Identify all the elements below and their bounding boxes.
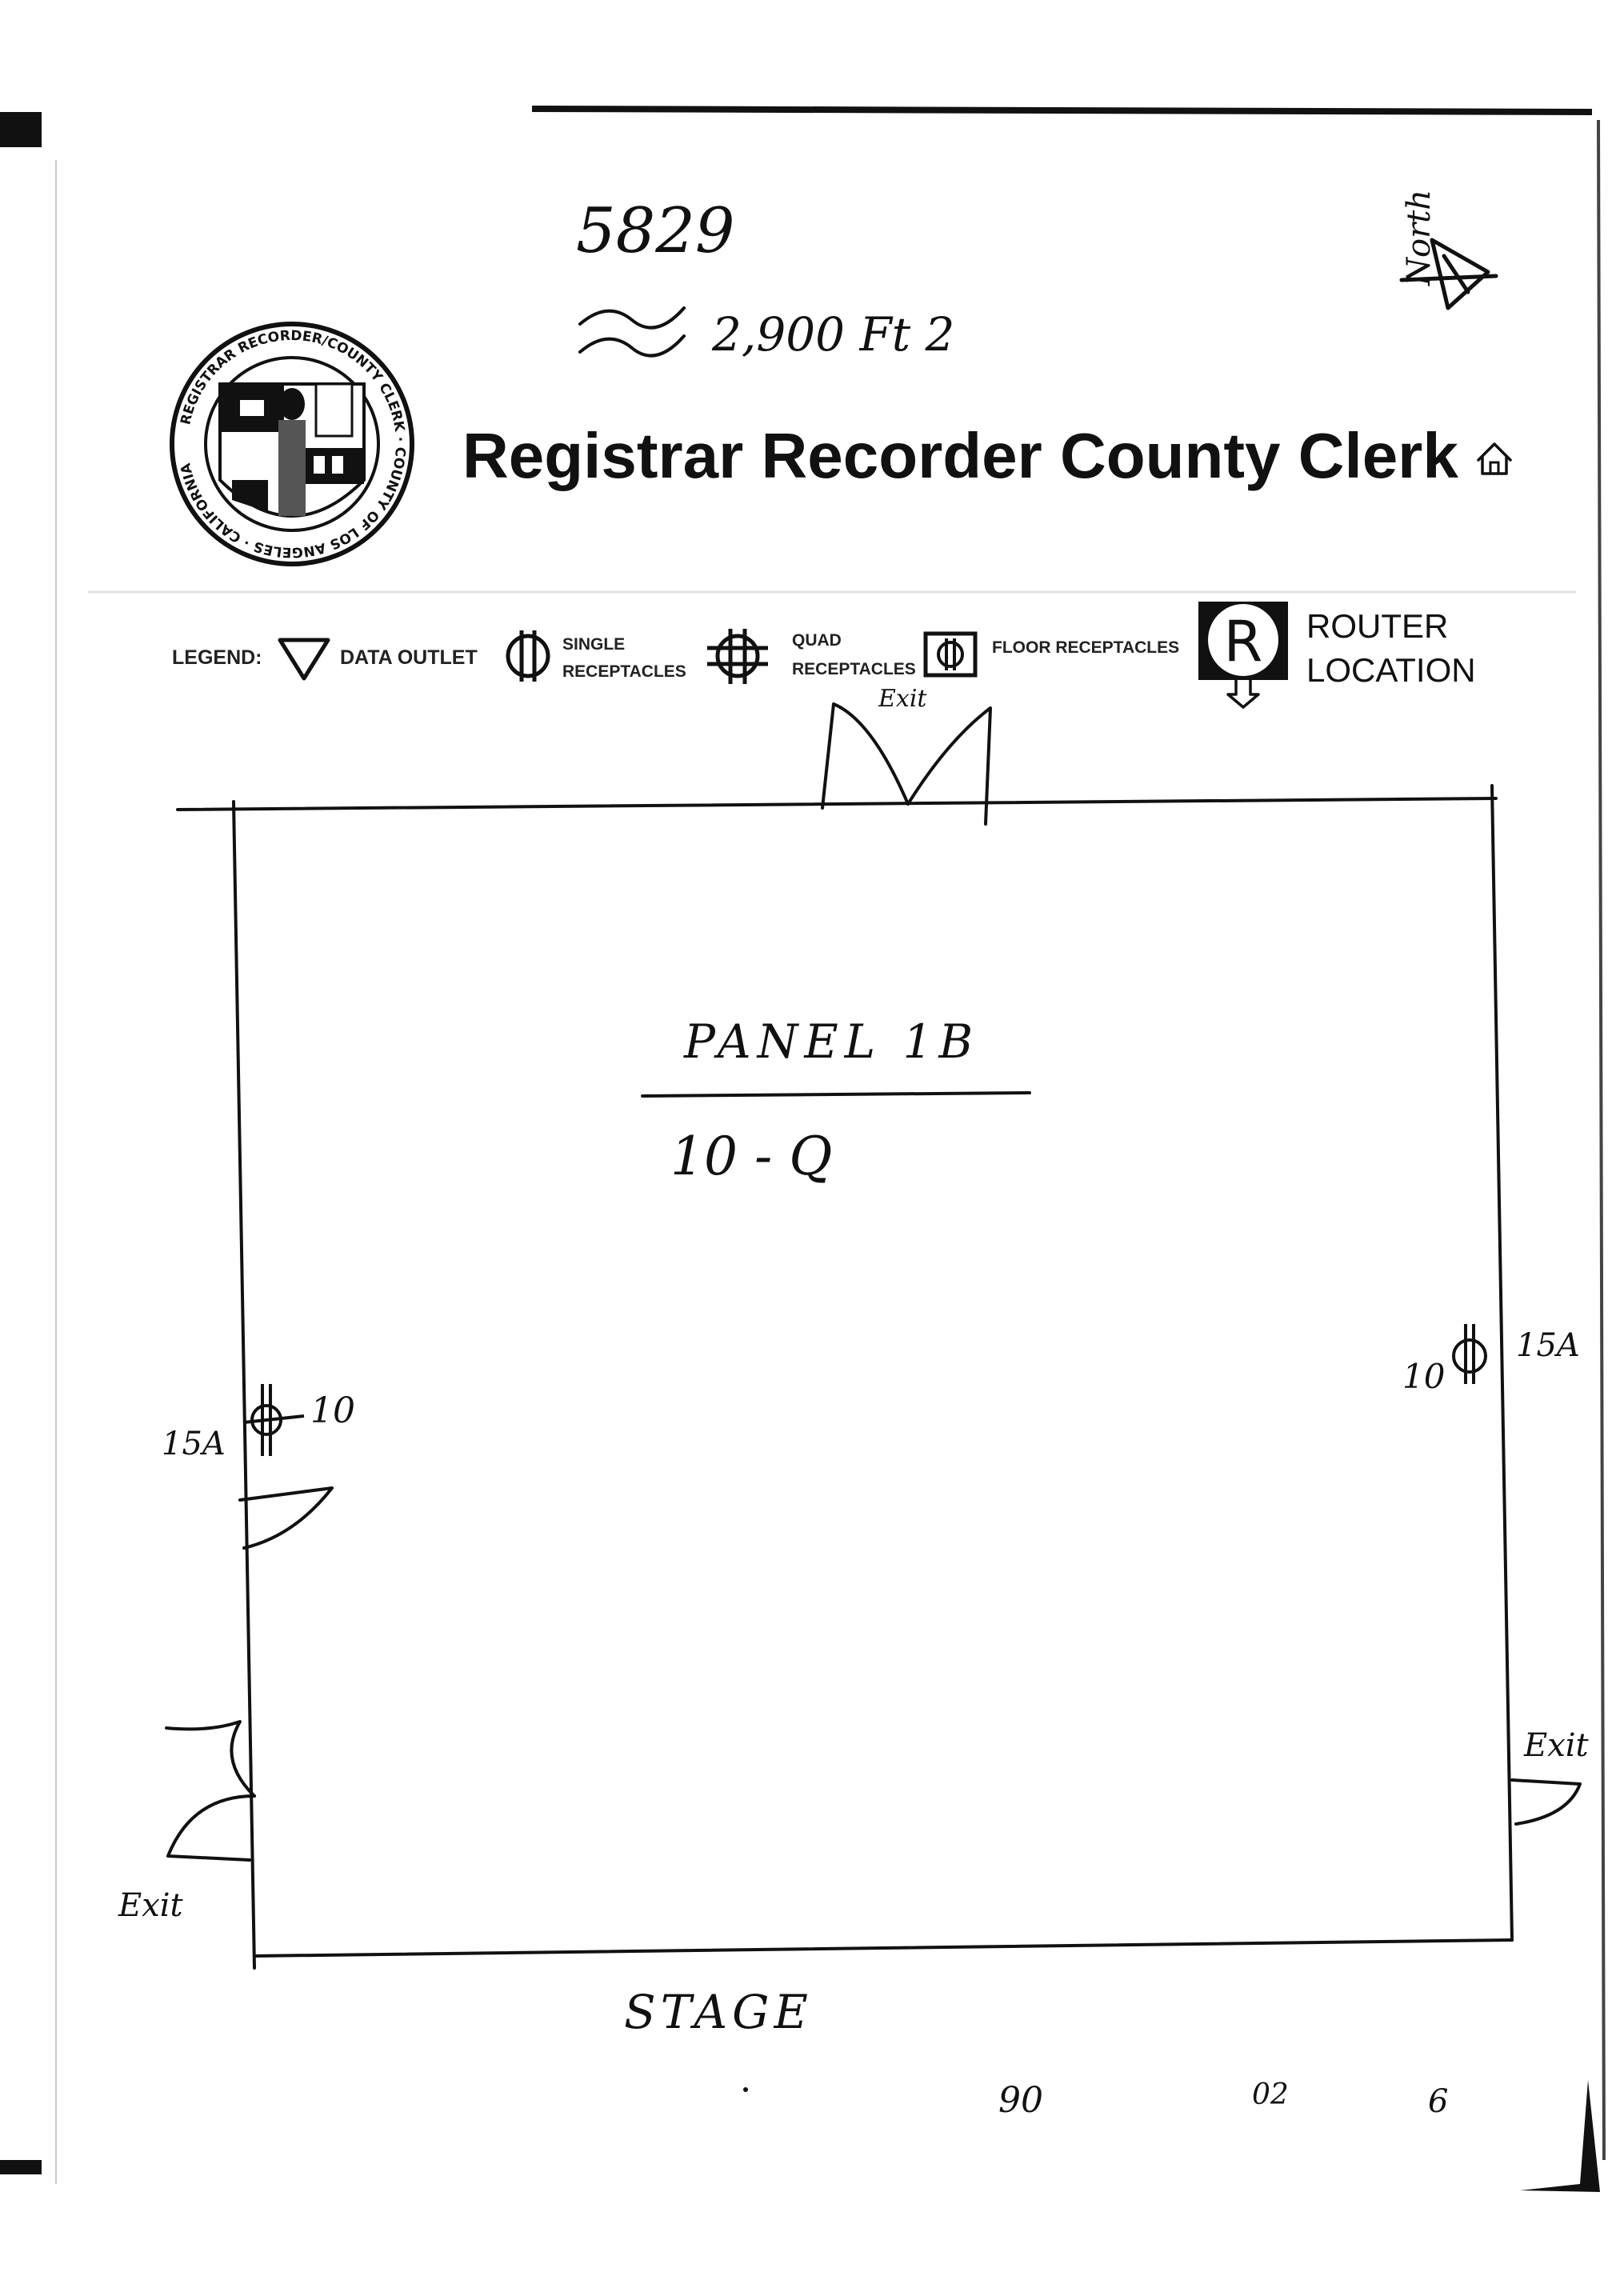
footer-marks: 90 02 6 bbox=[743, 2078, 1448, 2121]
panel-value: 10 - Q bbox=[670, 1126, 832, 1187]
svg-text:R: R bbox=[1224, 609, 1263, 674]
north-arrow-icon: North bbox=[1399, 190, 1498, 310]
legend-item-label: RECEPTACLES bbox=[792, 660, 916, 678]
svg-text:90: 90 bbox=[998, 2080, 1043, 2121]
page-title: Registrar Recorder County Clerk bbox=[462, 420, 1458, 491]
svg-text:02: 02 bbox=[1252, 2078, 1289, 2111]
home-icon bbox=[1477, 442, 1512, 475]
circuit-label: 10 bbox=[1402, 1357, 1445, 1396]
legend-item-label: FLOOR RECEPTACLES bbox=[992, 638, 1179, 657]
legend-label: LEGEND: bbox=[172, 646, 262, 669]
stage-label: STAGE bbox=[624, 1985, 813, 2039]
amp-label: 15A bbox=[162, 1426, 226, 1462]
router-icon: R bbox=[1198, 602, 1288, 709]
exit-label: Exit bbox=[878, 685, 927, 713]
panel-underline bbox=[641, 1091, 1031, 1098]
wall-top bbox=[176, 797, 1498, 811]
door-swing-icon bbox=[238, 1486, 334, 1550]
exit-door-icon bbox=[821, 702, 992, 826]
area-note: 2,900 Ft 2 bbox=[711, 307, 954, 362]
wall-left bbox=[232, 800, 256, 1970]
exit-label: Exit bbox=[1523, 1727, 1590, 1764]
wall-right bbox=[1490, 784, 1514, 1942]
circuit-label: 10 bbox=[310, 1390, 355, 1431]
exit-door-icon bbox=[165, 1720, 256, 1862]
legend-item-label: QUAD bbox=[792, 631, 842, 650]
scan-border-marks bbox=[0, 106, 1606, 2192]
approx-icon bbox=[578, 306, 686, 330]
svg-text:6: 6 bbox=[1428, 2083, 1448, 2120]
exit-label: Exit bbox=[118, 1887, 184, 1924]
floor-receptacle-icon bbox=[923, 631, 978, 678]
legend-item-label: ROUTER bbox=[1306, 607, 1448, 645]
legend: LEGEND: DATA OUTLET SINGLE RECEPTACLES Q… bbox=[172, 602, 1476, 709]
panel-label: PANEL 1B bbox=[683, 1014, 979, 1069]
legend-item-label: RECEPTACLES bbox=[562, 662, 686, 681]
single-receptacle-icon bbox=[243, 1384, 305, 1456]
svg-text:North: North bbox=[1401, 190, 1438, 286]
legend-item-label: SINGLE bbox=[562, 635, 625, 654]
single-receptacle-icon bbox=[506, 630, 550, 682]
county-seal-logo: REGISTRAR RECORDER/COUNTY CLERK · COUNTY… bbox=[170, 322, 414, 566]
single-receptacle-icon bbox=[1452, 1324, 1487, 1384]
data-outlet-icon bbox=[278, 638, 330, 681]
site-number: 5829 bbox=[576, 195, 735, 267]
legend-item-label: DATA OUTLET bbox=[340, 646, 478, 669]
floor-plan: Exit PANEL 1B 10 - Q 10 15A 10 15A Exit bbox=[118, 685, 1590, 2039]
exit-door-icon bbox=[1510, 1778, 1582, 1826]
wall-bottom bbox=[253, 1938, 1514, 1958]
legend-item-label: LOCATION bbox=[1306, 651, 1476, 689]
amp-label: 15A bbox=[1516, 1327, 1580, 1364]
quad-receptacle-icon bbox=[707, 629, 768, 684]
